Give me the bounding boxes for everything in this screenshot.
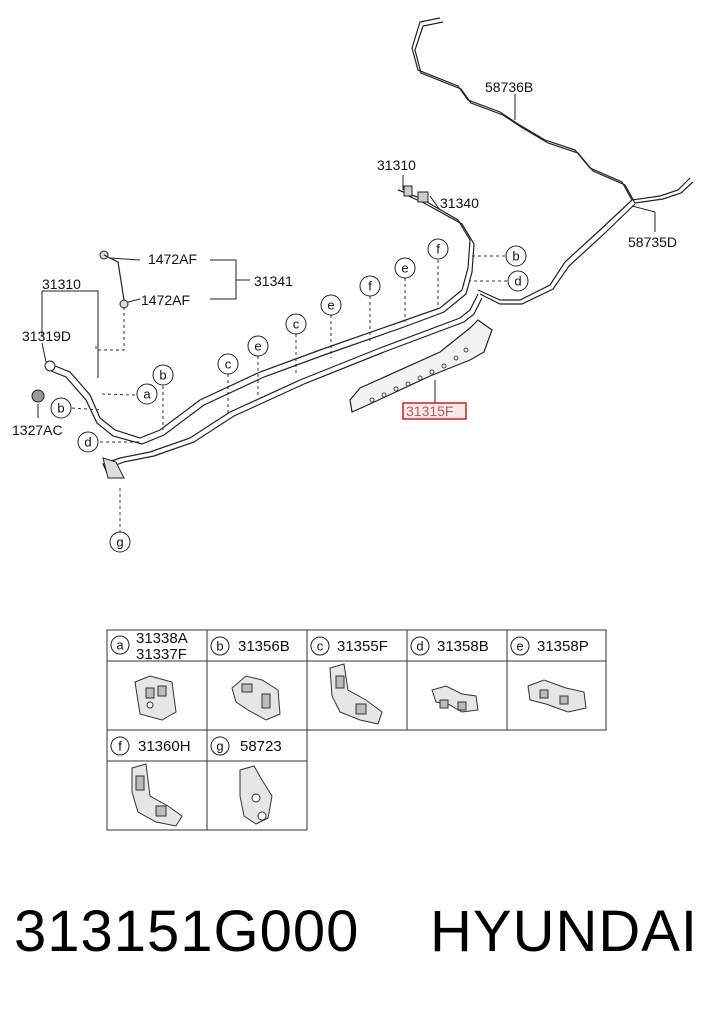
table-cell-f: f 31360H xyxy=(110,736,191,756)
fitting-connector xyxy=(417,191,429,203)
leader-lines xyxy=(37,94,656,418)
parts-table xyxy=(106,629,607,831)
cell-letter-f: f xyxy=(118,739,122,754)
cell-code-58723: 58723 xyxy=(240,738,282,755)
highlight-box xyxy=(402,402,467,420)
callout-b: b xyxy=(57,401,64,416)
table-cell-g: g 58723 xyxy=(210,736,282,756)
label-31310-top: 31310 xyxy=(377,157,416,173)
table-cell-b: b 31356B xyxy=(210,636,290,656)
callout-leaders xyxy=(71,255,507,532)
pipe-main-2 xyxy=(50,193,475,445)
callout-f: f xyxy=(436,242,440,257)
table-cell-c: c 31355F xyxy=(310,636,388,656)
o-ring-31319d xyxy=(44,360,56,372)
table-cell-a: a 31338A 31337F xyxy=(110,630,188,663)
clip-c-drawing xyxy=(329,663,383,725)
parts-diagram: 58736B 31310 31340 58735D 1472AF 31341 1… xyxy=(12,17,694,831)
brand-text: HYUNDAI xyxy=(430,899,699,964)
clip-1472af xyxy=(119,299,129,309)
callout-d: d xyxy=(84,435,91,450)
clip-d-drawing xyxy=(431,685,479,713)
label-58735d: 58735D xyxy=(628,234,677,250)
callout-b: b xyxy=(159,368,166,383)
callout-a: a xyxy=(143,387,151,402)
pipe-right-descent xyxy=(477,199,633,301)
table-cell-d: d 31358B xyxy=(410,636,489,656)
pipe-upper-right-2 xyxy=(414,21,694,204)
clip-a-drawing xyxy=(134,675,177,721)
cell-letter-c: c xyxy=(317,639,324,654)
label-31341: 31341 xyxy=(254,273,293,289)
pipe-right-descent-2 xyxy=(479,203,636,305)
callout-circles: a b b d c e c e f e f b d g xyxy=(50,238,529,553)
callout-e: e xyxy=(327,298,334,313)
pipe-main-3 xyxy=(102,293,479,479)
cell-code-31355f: 31355F xyxy=(337,638,388,655)
label-58736b: 58736B xyxy=(485,79,533,95)
cell-code-31358b: 31358B xyxy=(437,638,489,655)
pipe-upper-right xyxy=(411,17,691,201)
heat-protector-31315f xyxy=(349,319,493,413)
label-1472af-2: 1472AF xyxy=(141,292,190,308)
pipe-main-1 xyxy=(54,189,471,439)
callout-c: c xyxy=(225,357,232,372)
label-31319d: 31319D xyxy=(22,328,71,344)
part-number-text: 313151G000 xyxy=(14,899,360,964)
fitting-connector xyxy=(403,185,413,197)
cell-letter-e: e xyxy=(516,639,523,654)
bracket-g-drawing xyxy=(239,765,273,825)
nut-1327ac xyxy=(31,389,45,403)
cell-letter-g: g xyxy=(216,739,223,754)
label-31340: 31340 xyxy=(440,195,479,211)
clip-b-drawing xyxy=(231,675,281,721)
bracket-58723 xyxy=(102,457,125,479)
cell-letter-b: b xyxy=(216,639,223,654)
callout-f: f xyxy=(368,279,372,294)
label-1327ac: 1327AC xyxy=(12,422,63,438)
cell-letter-a: a xyxy=(116,638,124,653)
hose-31341 xyxy=(103,254,125,301)
cell-code-31358p: 31358P xyxy=(537,638,589,655)
clip-e-drawing xyxy=(527,679,587,713)
label-31315f: 31315F xyxy=(406,403,453,419)
cell-code-31356b: 31356B xyxy=(238,638,290,655)
clip-f-drawing xyxy=(131,763,183,827)
callout-c: c xyxy=(293,317,300,332)
table-cell-e: e 31358P xyxy=(510,636,589,656)
cell-code-31338a: 31338A xyxy=(136,630,188,647)
cell-code-31360h: 31360H xyxy=(138,738,191,755)
cell-code-31337f: 31337F xyxy=(136,646,187,663)
label-1472af-1: 1472AF xyxy=(148,251,197,267)
cell-letter-d: d xyxy=(416,639,423,654)
callout-d: d xyxy=(514,274,521,289)
callout-e: e xyxy=(401,261,408,276)
callout-g: g xyxy=(116,535,123,550)
label-31310-left: 31310 xyxy=(42,276,81,292)
callout-e: e xyxy=(254,339,261,354)
pipe-main-4 xyxy=(107,297,483,469)
pipe-assembly xyxy=(31,17,694,479)
callout-b: b xyxy=(512,249,519,264)
protector-holes xyxy=(369,347,469,403)
